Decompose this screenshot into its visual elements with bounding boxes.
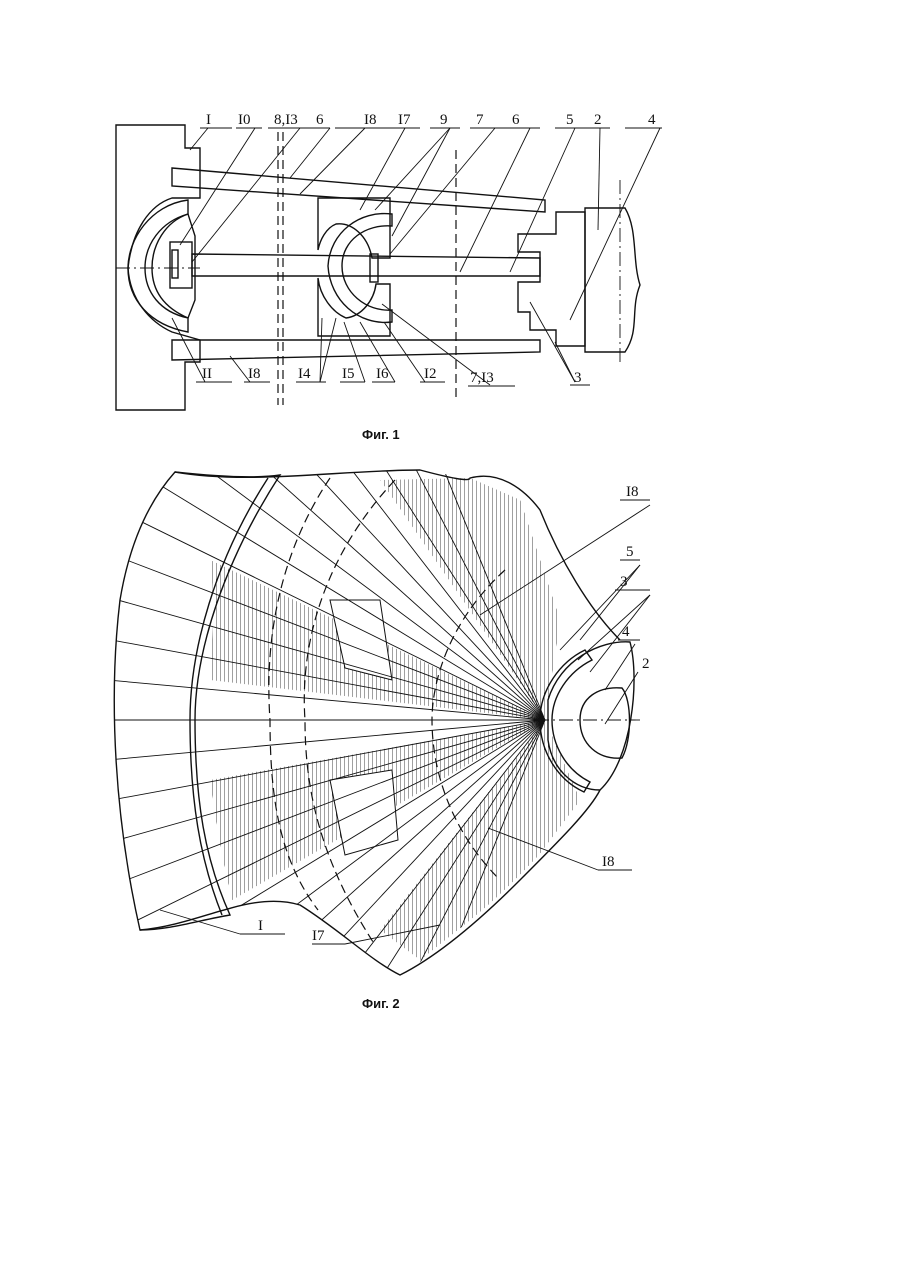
shaft-section xyxy=(580,688,630,758)
fig1-label-16: I6 xyxy=(376,366,389,382)
figure-1-caption: Фиг. 1 xyxy=(362,427,400,442)
fig1-label-11: II xyxy=(202,366,212,382)
fig1-label-10: I0 xyxy=(238,112,251,128)
fig2-label-17: I7 xyxy=(312,928,325,944)
fig1-label-6a: 6 xyxy=(316,112,324,128)
figure-2-fan-view: I8 5 3 4 2 I8 I I7 Фиг. 2 xyxy=(85,294,650,1147)
fig2-label-18-top: I8 xyxy=(626,484,639,500)
fig1-label-18b: I8 xyxy=(248,366,261,382)
connecting-rod xyxy=(192,254,540,276)
figure-2-caption: Фиг. 2 xyxy=(362,996,400,1011)
left-spherical-bearing xyxy=(128,200,195,332)
fig1-label-17: I7 xyxy=(398,112,411,128)
fan-blades xyxy=(210,478,580,960)
fig1-label-18: I8 xyxy=(364,112,377,128)
figure-1-section-view: I I0 8,I3 6 I8 I7 9 7 6 5 2 4 II I8 I4 I… xyxy=(116,112,662,442)
middle-bearing-block xyxy=(318,198,392,336)
fig2-label-3: 3 xyxy=(620,574,628,590)
fig1-label-14: I4 xyxy=(298,366,311,382)
fig1-label-7: 7 xyxy=(476,112,484,128)
fig1-label-12: I2 xyxy=(424,366,437,382)
fig1-label-9: 9 xyxy=(440,112,448,128)
fig2-label-2: 2 xyxy=(642,656,650,672)
upper-plate xyxy=(172,168,545,212)
fig1-label-2: 2 xyxy=(594,112,602,128)
fig2-label-18-bottom: I8 xyxy=(602,854,615,870)
dashed-arc-2 xyxy=(304,480,395,945)
fig2-label-4: 4 xyxy=(622,624,630,640)
fig1-label-4: 4 xyxy=(648,112,656,128)
fig1-label-5: 5 xyxy=(566,112,574,128)
fig1-label-15: I5 xyxy=(342,366,355,382)
fig2-label-5: 5 xyxy=(626,544,634,560)
fig2-label-1: I xyxy=(258,918,263,934)
fig1-label-6b: 6 xyxy=(512,112,520,128)
fig1-label-1: I xyxy=(206,112,211,128)
fig1-label-3: 3 xyxy=(574,370,582,386)
leader-lines-top xyxy=(180,128,660,320)
fig1-label-7-13: 7,I3 xyxy=(470,370,494,386)
fig1-label-8-13: 8,I3 xyxy=(274,112,298,128)
